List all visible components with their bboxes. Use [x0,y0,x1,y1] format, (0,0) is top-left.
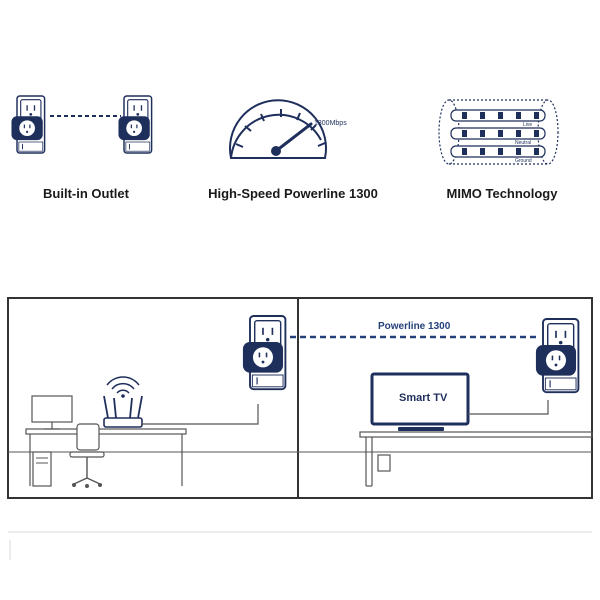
wire-label-neutral: Neutral [515,140,531,146]
adapter-right-icon [117,95,153,154]
office-chair-icon [69,423,105,488]
living-room [359,318,593,487]
pc-tower-icon [32,451,52,487]
wifi-signal-icon [106,376,140,394]
tv-stand [359,431,593,487]
adapter-pair-icon [10,95,153,154]
tv-screen-label: Smart TV [399,392,448,404]
powerline-link-label: Powerline 1300 [378,321,451,332]
feature-label-outlet: Built-in Outlet [43,186,129,201]
feature-label-mimo: MIMO Technology [446,186,558,201]
wire-label-ground: Ground [515,158,532,164]
tv-icon [370,372,470,431]
monitor-icon [31,395,73,430]
adapter-left-icon [10,95,46,154]
house-scene [7,297,593,499]
router-icon [103,395,143,428]
adapter-tv-icon [534,318,580,394]
office-room [25,315,287,488]
speedometer-icon [229,99,327,159]
feature-label-powerline: High-Speed Powerline 1300 [208,186,378,201]
speed-needle [274,122,313,153]
speed-readout: 1300Mbps [314,120,347,127]
wire-label-live: Live [523,122,532,128]
adapter-office-icon [241,315,287,391]
desk [25,428,187,486]
mimo-wires-icon: Live Neutral Ground [438,99,559,165]
